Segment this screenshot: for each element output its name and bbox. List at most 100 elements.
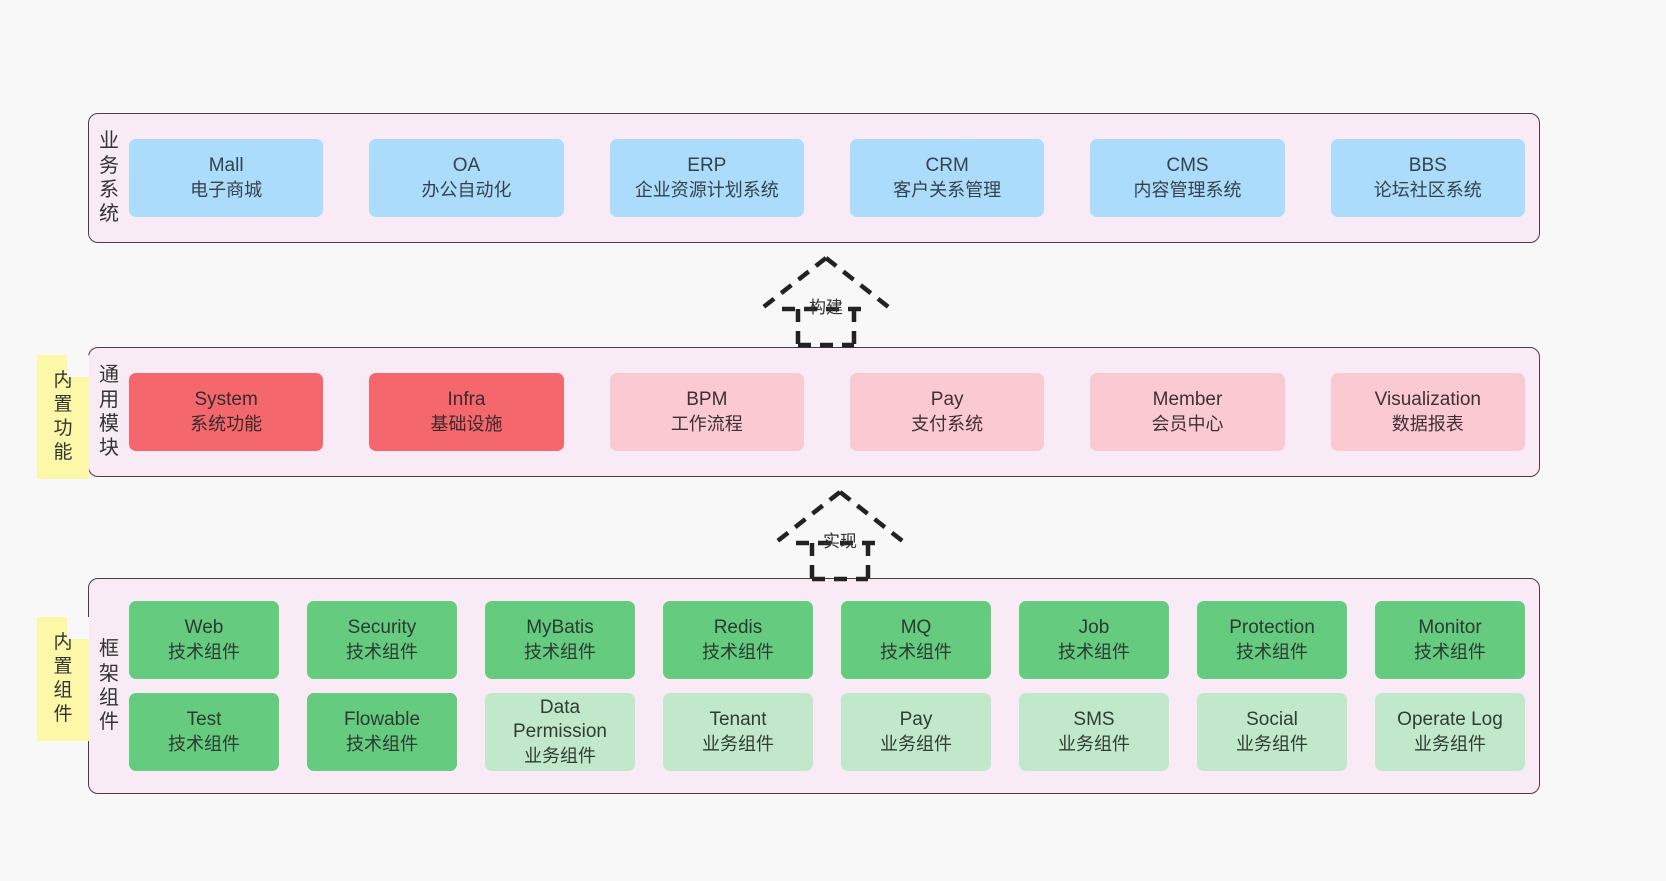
card-subtitle: 内容管理系统 [1133, 179, 1242, 200]
card-subtitle: 系统功能 [190, 413, 263, 434]
card-subtitle: 会员中心 [1151, 413, 1224, 434]
card-title: Visualization [1374, 389, 1481, 411]
layer-title-framework-components: 框 架 组 件 [99, 638, 119, 734]
card-subtitle: 技术组件 [346, 641, 418, 662]
card-subtitle: 支付系统 [911, 413, 984, 434]
card-subtitle: 电子商城 [190, 179, 263, 200]
card-subtitle: 技术组件 [702, 641, 774, 662]
card-subtitle: 基础设施 [430, 413, 503, 434]
note-builtin-components-label: 内 置 组 件 [53, 632, 73, 725]
card-title: BBS [1408, 155, 1447, 177]
card-title: Security [347, 617, 417, 639]
connector-build: 构建 [756, 253, 896, 348]
card-subtitle: 技术组件 [168, 733, 240, 754]
card-title: Operate Log [1397, 709, 1503, 731]
card-subtitle: 技术组件 [1414, 641, 1486, 662]
card-title: Tenant [709, 709, 767, 731]
note-builtin-components: 内 置 组 件 [37, 617, 89, 741]
layer-title-common-modules: 通 用 模 块 [99, 364, 119, 460]
card-subtitle: 论坛社区系统 [1373, 179, 1482, 200]
card-title: SMS [1073, 709, 1115, 731]
card-title: Member [1152, 389, 1223, 411]
card-subtitle: 客户关系管理 [893, 179, 1002, 200]
card-subtitle: 数据报表 [1391, 413, 1464, 434]
card-subtitle: 业务组件 [702, 733, 774, 754]
card-title: Pay [899, 709, 933, 731]
card-title: Test [186, 709, 222, 731]
card-title: Flowable [343, 709, 421, 731]
card-subtitle: 业务组件 [1236, 733, 1308, 754]
card-title: Protection [1229, 617, 1315, 639]
note-builtin-functions-label: 内 置 功 能 [53, 370, 73, 463]
connector-build-label: 构建 [809, 298, 843, 317]
connector-implement: 实现 [770, 487, 910, 582]
card-subtitle: 业务组件 [524, 745, 596, 766]
connector-implement-label: 实现 [823, 532, 857, 551]
layer-title-business-systems: 业 务 系 统 [99, 130, 119, 226]
card-title: Monitor [1418, 617, 1482, 639]
card-title: Web [184, 617, 224, 639]
card-subtitle: 技术组件 [1058, 641, 1130, 662]
card-subtitle: 技术组件 [346, 733, 418, 754]
card-subtitle: 技术组件 [168, 641, 240, 662]
card-subtitle: 工作流程 [670, 413, 743, 434]
card-title: ERP [687, 155, 727, 177]
card-title: CRM [925, 155, 969, 177]
card-title: Infra [447, 389, 486, 411]
card-subtitle: 业务组件 [1414, 733, 1486, 754]
note-builtin-functions: 内 置 功 能 [37, 355, 89, 479]
card-title: OA [452, 155, 481, 177]
card-title: Mall [208, 155, 244, 177]
card-subtitle: 业务组件 [880, 733, 952, 754]
card-subtitle: 技术组件 [880, 641, 952, 662]
card-title: Social [1246, 709, 1298, 731]
card-title: CMS [1166, 155, 1209, 177]
card-subtitle: 办公自动化 [421, 179, 512, 200]
card-title: MQ [900, 617, 932, 639]
card-title: BPM [686, 389, 728, 411]
card-subtitle: 技术组件 [1236, 641, 1308, 662]
card-title: Job [1078, 617, 1110, 639]
card-title: Pay [930, 389, 964, 411]
card-title: MyBatis [526, 617, 594, 639]
card-title: System [194, 389, 258, 411]
